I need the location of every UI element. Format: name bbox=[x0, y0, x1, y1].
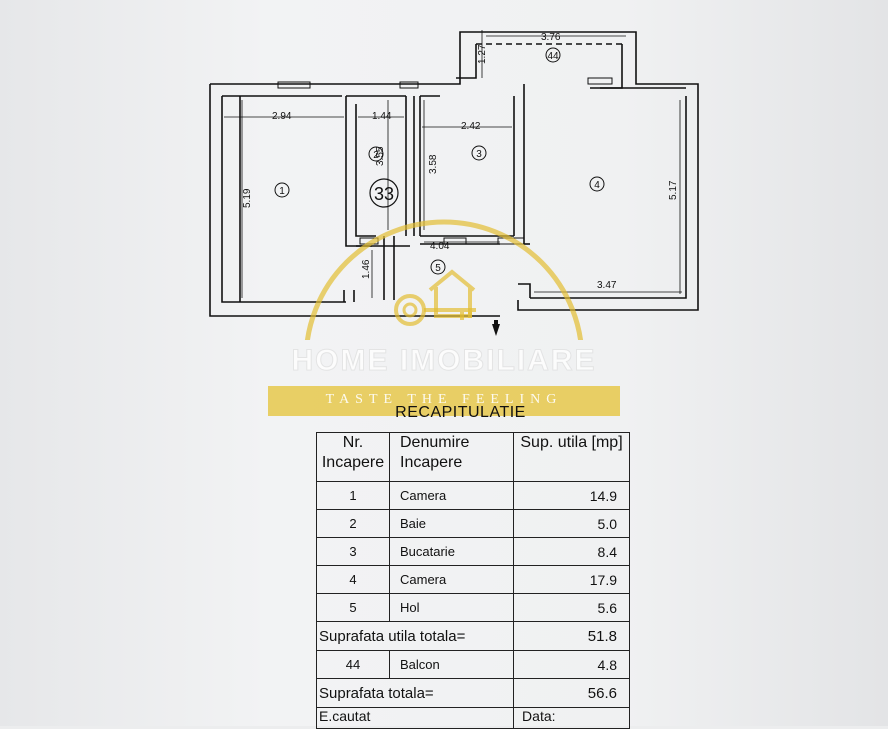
room-nr: 2 bbox=[316, 509, 390, 538]
dimension-label: 3.76 bbox=[541, 32, 561, 43]
watermark-title: HOME IMOBILIARE bbox=[291, 344, 597, 378]
north-arrow-icon bbox=[492, 320, 500, 336]
watermark-band bbox=[268, 386, 620, 416]
room-marker: 5 bbox=[435, 263, 441, 274]
table-row: 3 Bucatarie 8.4 bbox=[316, 537, 630, 566]
room-marker: 44 bbox=[547, 51, 559, 62]
footer-row: E.cautat Data: bbox=[315, 707, 630, 729]
room-name: Camera bbox=[388, 481, 515, 510]
useful-total-row: Suprafata utila totala= 51.8 bbox=[315, 621, 630, 651]
apartment-number: 33 bbox=[374, 184, 394, 204]
room-marker: 3 bbox=[476, 149, 482, 160]
room-nr: 1 bbox=[316, 481, 390, 510]
floor-plan-drawing: 2.94 1.44 2.42 3.76 1.27 5.19 3.55 3.58 … bbox=[209, 30, 699, 340]
dimension-label: 1.44 bbox=[372, 111, 392, 122]
header-nr: Nr. Incapere bbox=[316, 432, 390, 482]
dimension-label: 1.27 bbox=[477, 44, 488, 64]
grand-total-label: Suprafata totala= bbox=[315, 678, 515, 708]
dimension-label: 4.04 bbox=[430, 241, 450, 252]
useful-total-value: 51.8 bbox=[513, 621, 630, 651]
room-name: Hol bbox=[388, 593, 515, 622]
room-marker: 2 bbox=[373, 150, 379, 161]
dimension-label: 5.17 bbox=[668, 180, 679, 200]
grand-total-value: 56.6 bbox=[513, 678, 630, 708]
exterior-wall-outer bbox=[210, 31, 699, 311]
balcony-area: 4.8 bbox=[513, 650, 630, 679]
dimension-label: 3.58 bbox=[428, 154, 439, 174]
table-row: 5 Hol 5.6 bbox=[316, 593, 630, 622]
dimension-label: 2.42 bbox=[461, 121, 481, 132]
footer-left: E.cautat bbox=[315, 707, 515, 729]
balcony-name: Balcon bbox=[388, 650, 515, 679]
room-marker: 1 bbox=[279, 186, 285, 197]
room-area: 14.9 bbox=[513, 481, 630, 510]
useful-total-label: Suprafata utila totala= bbox=[315, 621, 515, 651]
dimension-label: 5.19 bbox=[242, 188, 253, 208]
table-row: 2 Baie 5.0 bbox=[316, 509, 630, 538]
area-summary-table: Nr. Incapere Denumire Incapere Sup. util… bbox=[315, 432, 630, 729]
floor-plan: 2.94 1.44 2.42 3.76 1.27 5.19 3.55 3.58 … bbox=[0, 0, 888, 340]
exterior-wall-outer-left bbox=[209, 84, 500, 317]
room-nr: 3 bbox=[316, 537, 390, 566]
grand-total-row: Suprafata totala= 56.6 bbox=[315, 678, 630, 708]
room-nr: 4 bbox=[316, 565, 390, 594]
room-area: 5.0 bbox=[513, 509, 630, 538]
watermark-tagline: TASTE THE FEELING bbox=[325, 392, 563, 407]
header-area: Sup. utila [mp] bbox=[513, 432, 630, 482]
room-name: Baie bbox=[388, 509, 515, 538]
table-row: 44 Balcon 4.8 bbox=[316, 650, 630, 679]
room-area: 8.4 bbox=[513, 537, 630, 566]
dimension-label: 2.94 bbox=[272, 111, 292, 122]
table-header-row: Nr. Incapere Denumire Incapere Sup. util… bbox=[316, 432, 630, 482]
dimension-label: 3.55 bbox=[375, 146, 386, 166]
room-nr: 5 bbox=[316, 593, 390, 622]
room-area: 17.9 bbox=[513, 565, 630, 594]
room-area: 5.6 bbox=[513, 593, 630, 622]
balcony-nr: 44 bbox=[316, 650, 390, 679]
house-key-logo-icon bbox=[304, 219, 584, 340]
room-name: Camera bbox=[388, 565, 515, 594]
room-name: Bucatarie bbox=[388, 537, 515, 566]
summary-title: RECAPITULATIE bbox=[395, 404, 526, 421]
table-row: 1 Camera 14.9 bbox=[316, 481, 630, 510]
header-name: Denumire Incapere bbox=[388, 432, 515, 482]
dimension-label: 3.47 bbox=[597, 280, 617, 291]
dimension-label: 1.46 bbox=[361, 259, 372, 279]
room-marker: 4 bbox=[594, 180, 600, 191]
table-row: 4 Camera 17.9 bbox=[316, 565, 630, 594]
footer-right: Data: bbox=[513, 707, 630, 729]
